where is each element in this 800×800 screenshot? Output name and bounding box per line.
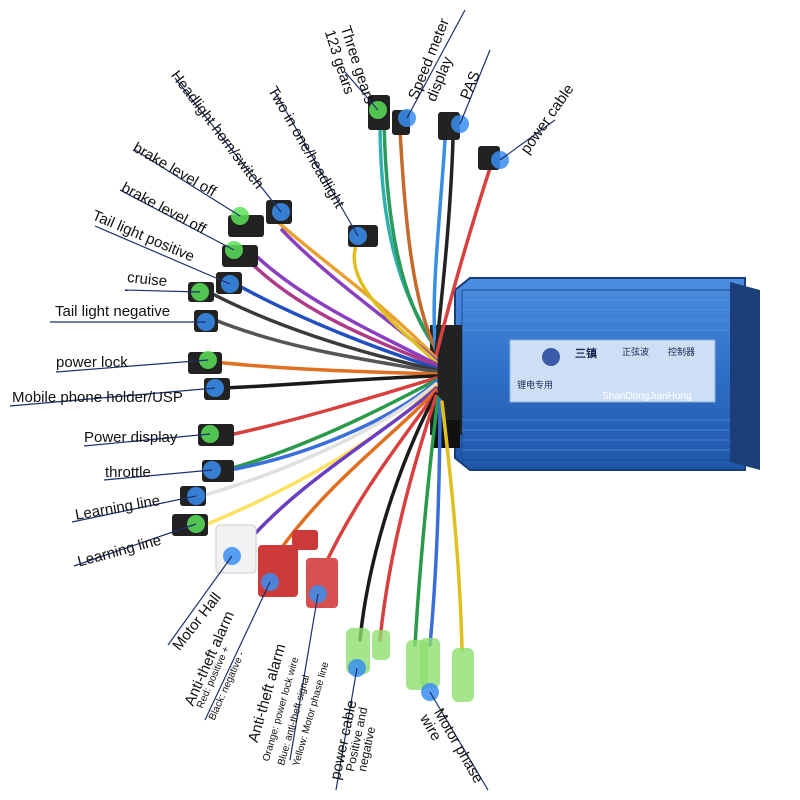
label-cruise: cruise [126,269,168,291]
controller-product-text: 控制器 [668,347,696,357]
label-mobile-holder: Mobile phone holder/USP [12,389,183,406]
controller-maker-text: ShanDongJianHong [602,391,692,402]
leader-lines [9,9,556,791]
label-tail-negative: Tail light negative [55,303,171,320]
label-throttle: throttle [105,464,151,481]
label-power-display: Power display [84,429,178,446]
controller-box [430,277,760,471]
controller-dedicated-text: 锂电专用 [517,380,554,390]
controller-model-text: 三镇 [575,348,597,360]
label-power-lock: power lock [56,354,128,371]
controller-brand-tag: 正弦波 [622,347,650,357]
wire-bundle [203,118,492,652]
